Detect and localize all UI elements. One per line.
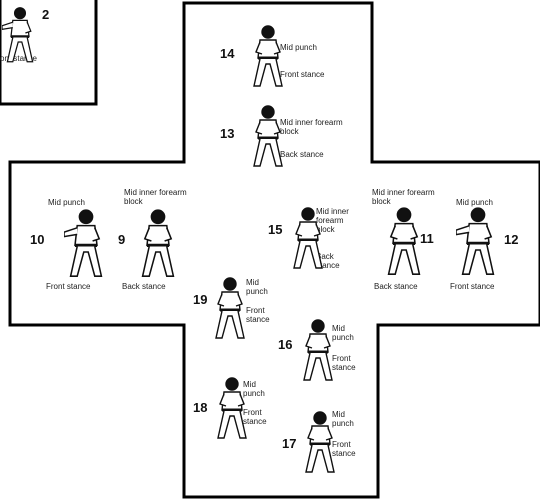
stance-label: Back stance xyxy=(374,282,418,291)
partial-box-outline xyxy=(0,0,98,106)
stance-label: Front stance xyxy=(332,440,356,458)
technique-label: Mid punch xyxy=(246,278,268,296)
technique-label: Mid punch xyxy=(332,410,354,428)
karate-figure-icon xyxy=(141,209,175,277)
karate-figure-icon xyxy=(217,377,247,439)
karate-figure-icon xyxy=(303,319,333,381)
karate-figure-icon xyxy=(215,277,245,339)
technique-label: Mid punch xyxy=(243,380,265,398)
step-number: 14 xyxy=(220,46,235,61)
technique-label: Mid inner forearm block xyxy=(316,207,349,234)
step-number: 19 xyxy=(193,292,208,307)
technique-label: Mid punch xyxy=(48,198,85,207)
karate-figure-icon xyxy=(253,105,283,167)
technique-label: Mid punch xyxy=(280,43,317,52)
technique-label: Mid inner forearm block xyxy=(124,188,187,206)
technique-label: Mid punch xyxy=(456,198,493,207)
stance-label: Front stance xyxy=(450,282,495,291)
technique-label: Mid punch xyxy=(332,324,354,342)
stance-label: ont stance xyxy=(0,54,37,63)
step-number: 9 xyxy=(118,232,126,247)
karate-figure-icon xyxy=(293,207,323,269)
karate-figure-icon xyxy=(253,25,283,87)
karate-figure-icon xyxy=(2,7,34,63)
technique-label: Mid inner forearm block xyxy=(372,188,435,206)
stance-label: Back stance xyxy=(316,252,340,270)
stance-label: Front stance xyxy=(243,408,267,426)
stance-label: Front stance xyxy=(246,306,270,324)
karate-figure-icon xyxy=(305,411,335,473)
karate-figure-icon xyxy=(387,207,421,275)
step-number: 10 xyxy=(30,232,45,247)
step-number: 15 xyxy=(268,222,283,237)
step-number: 12 xyxy=(504,232,519,247)
step-number: 17 xyxy=(282,436,297,451)
step-number: 18 xyxy=(193,400,208,415)
stance-label: Front stance xyxy=(280,70,325,79)
step-number: 13 xyxy=(220,126,235,141)
step-number: 2 xyxy=(42,7,50,22)
stance-label: Front stance xyxy=(332,354,356,372)
karate-figure-icon xyxy=(456,207,495,275)
stance-label: Back stance xyxy=(280,150,324,159)
step-number: 11 xyxy=(420,231,434,246)
cross-board-outline xyxy=(8,1,540,499)
karate-figure-icon xyxy=(64,209,103,277)
technique-label: Mid inner forearm block xyxy=(280,118,343,136)
step-number: 16 xyxy=(278,337,293,352)
stance-label: Front stance xyxy=(46,282,91,291)
stance-label: Back stance xyxy=(122,282,166,291)
